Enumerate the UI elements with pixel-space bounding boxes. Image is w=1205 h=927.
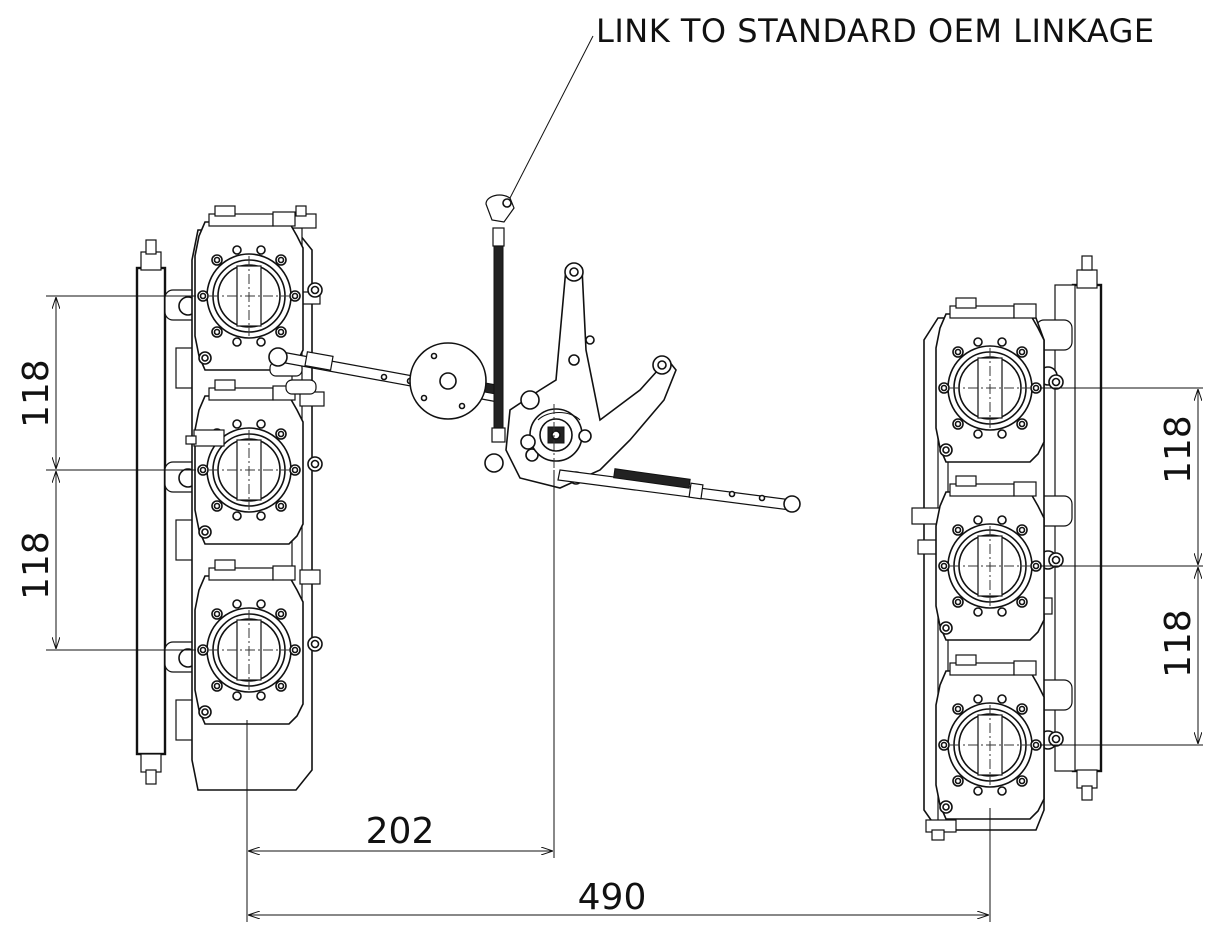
dimensions: 118 118 118 118 202 490 (16, 295, 1203, 922)
center-linkage (268, 194, 801, 513)
dim-right-pitch-bottom: 118 (1158, 609, 1199, 678)
dim-left-pitch-bottom: 118 (16, 531, 57, 600)
dim-right-pitch-top: 118 (1158, 415, 1199, 484)
right-throttle-bank (911, 255, 1103, 841)
dim-bank-spacing: 490 (578, 877, 647, 918)
oem-linkage-callout: LINK TO STANDARD OEM LINKAGE (509, 12, 1155, 199)
dim-to-linkage: 202 (366, 811, 435, 852)
callout-label: LINK TO STANDARD OEM LINKAGE (596, 12, 1155, 50)
left-throttle-bank (135, 205, 325, 791)
dim-left-pitch-top: 118 (16, 359, 57, 428)
